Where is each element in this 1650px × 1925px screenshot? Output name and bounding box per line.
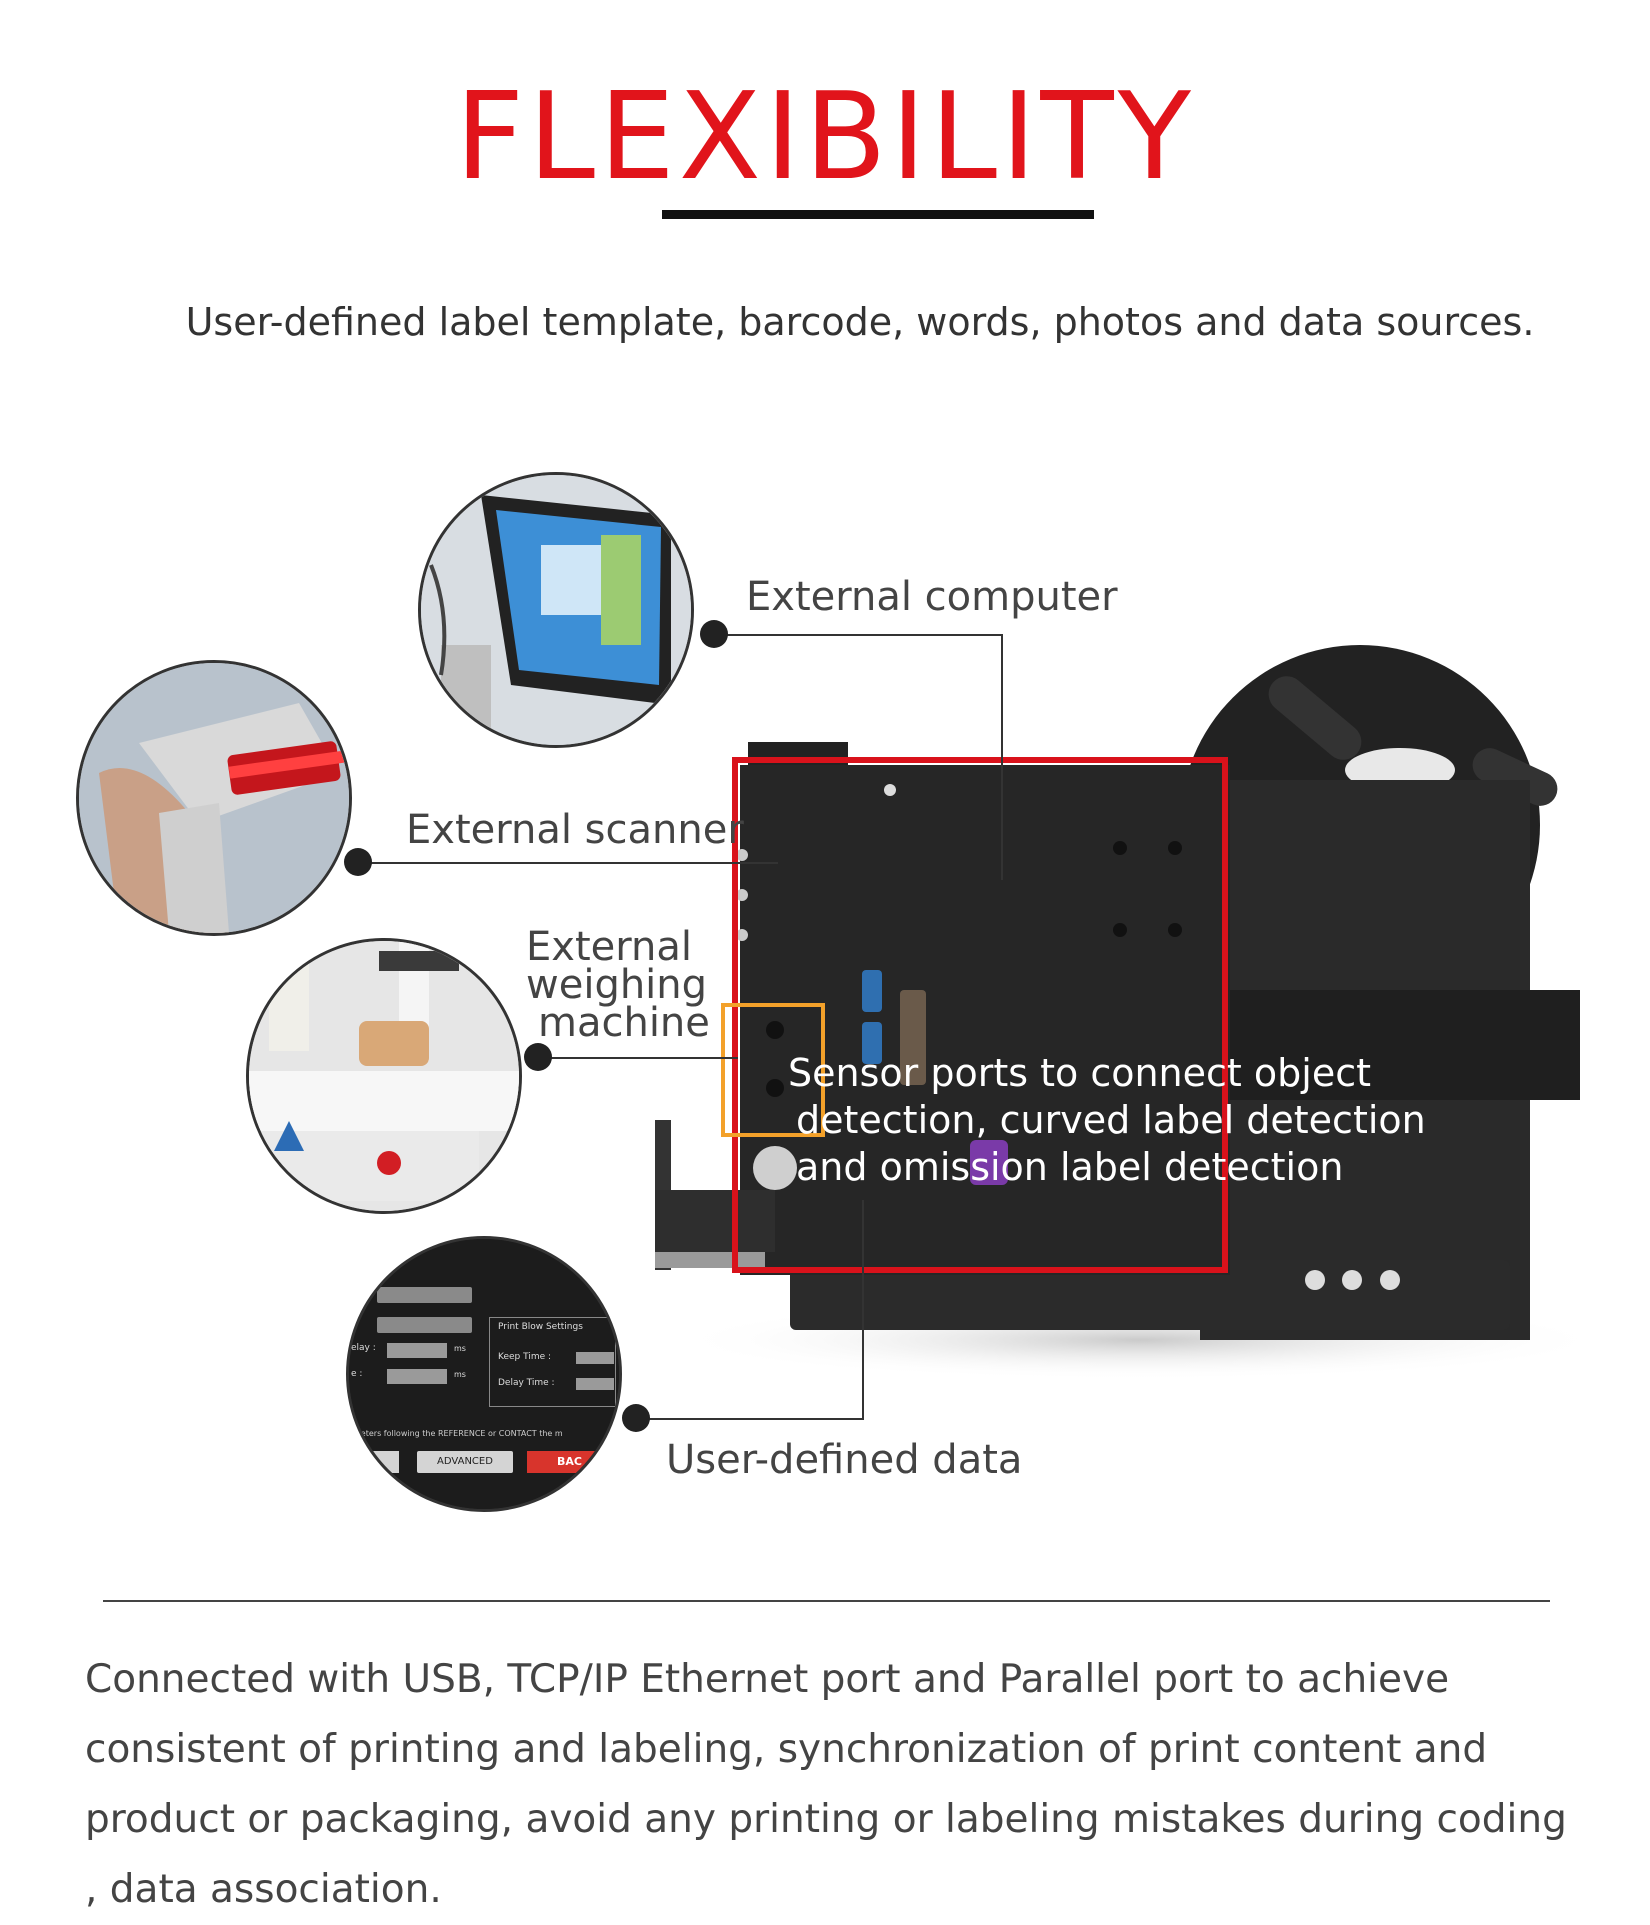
delay-time-label: Delay Time : [498,1378,555,1388]
weighing-machine-photo [246,938,522,1214]
e-input [387,1369,447,1384]
user-defined-data-photo: elay : e : ms ms Print Blow Settings Kee… [346,1236,622,1512]
callout-dot-computer [700,620,728,648]
label-external-computer: External computer [746,574,1118,620]
sensor-ports-line3: and omission label detection [796,1145,1344,1189]
keep-time-label: Keep Time : [498,1352,552,1362]
label-external-weighing: External weighing machine [526,924,710,1046]
e-label: e : [351,1369,363,1379]
print-blow-group: Print Blow Settings Keep Time : Delay Ti… [489,1317,616,1407]
external-scanner-photo [76,660,352,936]
monitor-icon [421,475,691,745]
connector-scanner-horizontal [358,862,778,864]
callout-dot-weighing [524,1043,552,1071]
labeling-machine-svg [655,645,1610,1380]
label-external-weighing-line3: machine [538,1000,710,1046]
connector-weighing-horizontal [538,1057,738,1059]
dropdown-1 [377,1287,472,1303]
delay-label: elay : [351,1343,376,1353]
keep-time-input [576,1352,614,1364]
weighing-machine-icon [249,941,519,1211]
barcode-scanner-icon [79,663,349,933]
left-button-fragment [349,1451,399,1473]
connector-data-horizontal [636,1418,864,1420]
connector-computer-horizontal [714,634,1002,636]
connector-computer-vertical [1001,634,1003,880]
sensor-ports-line1: Sensor ports to connect object [788,1051,1371,1095]
dropdown-2 [377,1317,472,1333]
section-divider [103,1600,1550,1602]
label-external-weighing-line2: weighing [526,962,708,1008]
external-computer-photo [418,472,694,748]
description-paragraph: Connected with USB, TCP/IP Ethernet port… [85,1657,1567,1912]
label-external-weighing-line1: External [526,924,692,970]
sensor-ports-line2: detection, curved label detection [796,1098,1426,1142]
back-button: BAC [527,1451,617,1473]
page-subtitle: User-defined label template, barcode, wo… [185,300,1535,344]
advanced-button: ADVANCED [417,1451,513,1473]
settings-screen: elay : e : ms ms Print Blow Settings Kee… [349,1239,619,1509]
callout-dot-scanner [344,848,372,876]
label-user-defined-data: User-defined data [666,1437,1023,1483]
screen-footer-text: meters following the REFERENCE or CONTAC… [353,1429,563,1438]
labeling-machine-illustration [640,620,1610,1380]
title-underline [662,210,1094,219]
label-external-scanner: External scanner [406,807,744,853]
page-title: FLEXIBILITY [455,68,1195,207]
connector-data-vertical [862,1200,864,1420]
callout-dot-data [622,1404,650,1432]
ms-unit-2: ms [454,1370,466,1379]
print-blow-title: Print Blow Settings [498,1322,583,1332]
delay-input [387,1343,447,1358]
sensor-ports-caption: Sensor ports to connect object detection… [788,1050,1426,1191]
ms-unit-1: ms [454,1344,466,1353]
delay-time-input [576,1378,614,1390]
